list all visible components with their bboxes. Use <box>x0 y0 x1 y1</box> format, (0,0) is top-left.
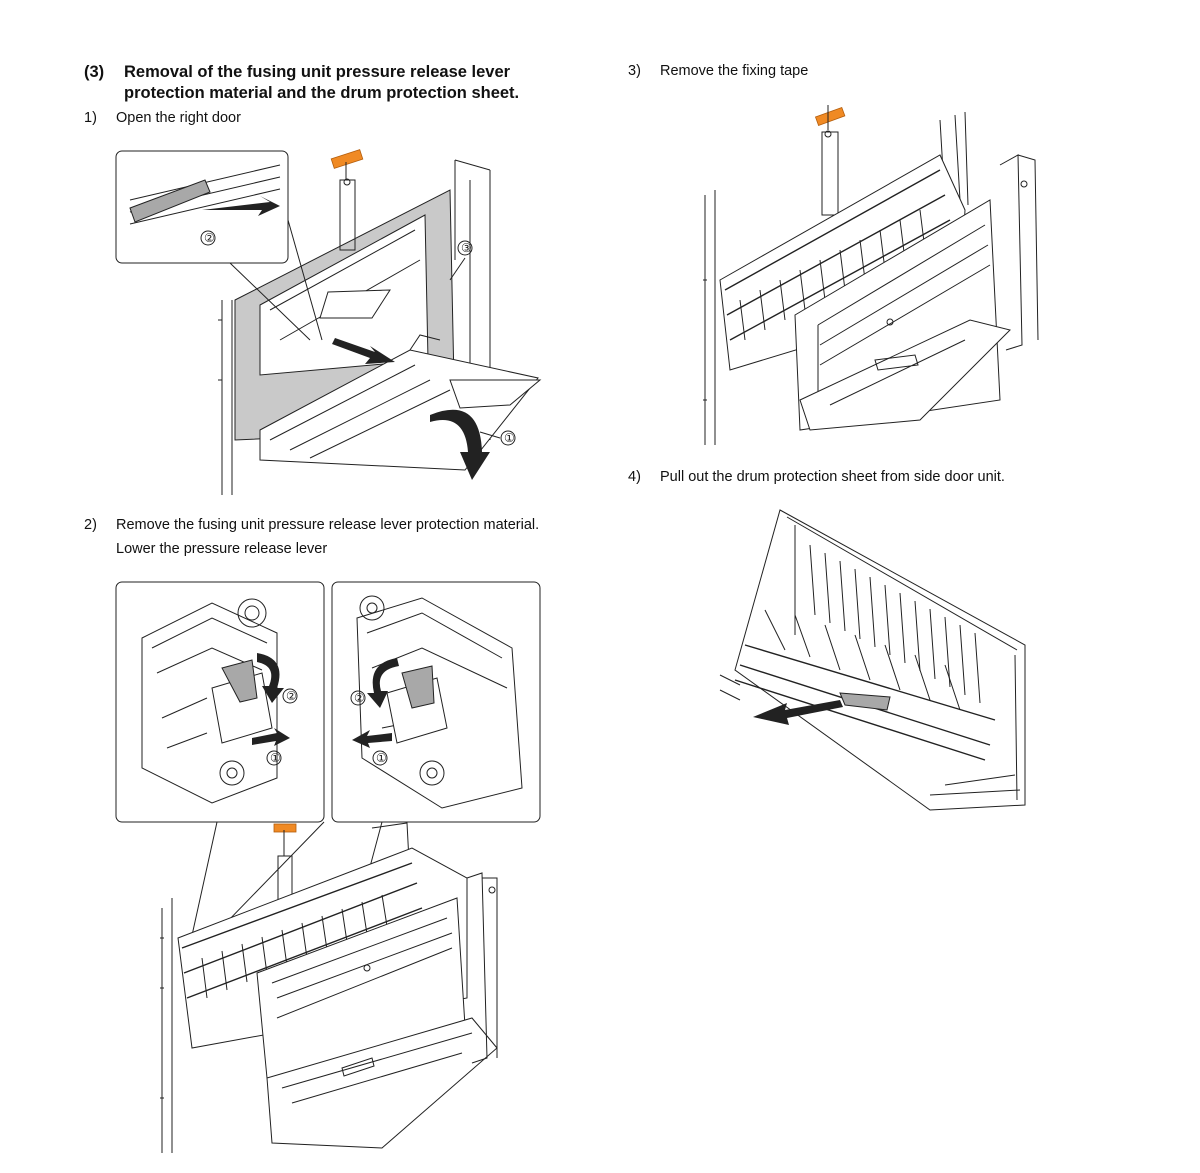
step-4-text: Pull out the drum protection sheet from … <box>660 469 1005 485</box>
arrow-icon <box>352 730 392 748</box>
step-3-text: Remove the fixing tape <box>660 63 809 79</box>
callout-2-left: ② <box>286 689 297 703</box>
fixing-tape-icon <box>814 106 846 126</box>
curved-arrow-icon <box>430 409 490 480</box>
step-2-text-line2: Lower the pressure release lever <box>116 541 328 557</box>
fixing-tape-icon <box>273 823 297 833</box>
arrow-icon <box>332 338 395 364</box>
step-2-number: 2) <box>84 517 97 533</box>
section-number: (3) <box>84 63 105 81</box>
arrow-icon <box>202 196 280 216</box>
step-1-text: Open the right door <box>116 110 241 126</box>
step-1-number: 1) <box>84 110 97 126</box>
section-title-line2: protection material and the drum protect… <box>124 84 520 102</box>
callout-1-left: ① <box>270 751 281 765</box>
arrow-icon <box>753 700 843 725</box>
figure-pressure-release-lever: ② ① ② ① <box>115 581 541 1153</box>
step-4-number: 4) <box>628 469 641 485</box>
callout-3: ③ <box>461 241 472 255</box>
step-2-text: Remove the fusing unit pressure release … <box>116 517 540 533</box>
figure-remove-fixing-tape <box>703 105 1039 445</box>
step-3-number: 3) <box>628 63 641 79</box>
callout-1: ① <box>504 431 515 445</box>
figure-pull-drum-protection-sheet <box>719 509 1026 811</box>
callout-2: ② <box>204 231 215 245</box>
callout-2-right: ② <box>354 691 365 705</box>
fixing-tape-icon <box>330 149 364 169</box>
callout-1-right: ① <box>376 751 387 765</box>
section-title-line1: Removal of the fusing unit pressure rele… <box>124 63 511 81</box>
figure-open-right-door: ③ ① ② <box>115 149 542 495</box>
arrow-icon <box>252 728 290 746</box>
